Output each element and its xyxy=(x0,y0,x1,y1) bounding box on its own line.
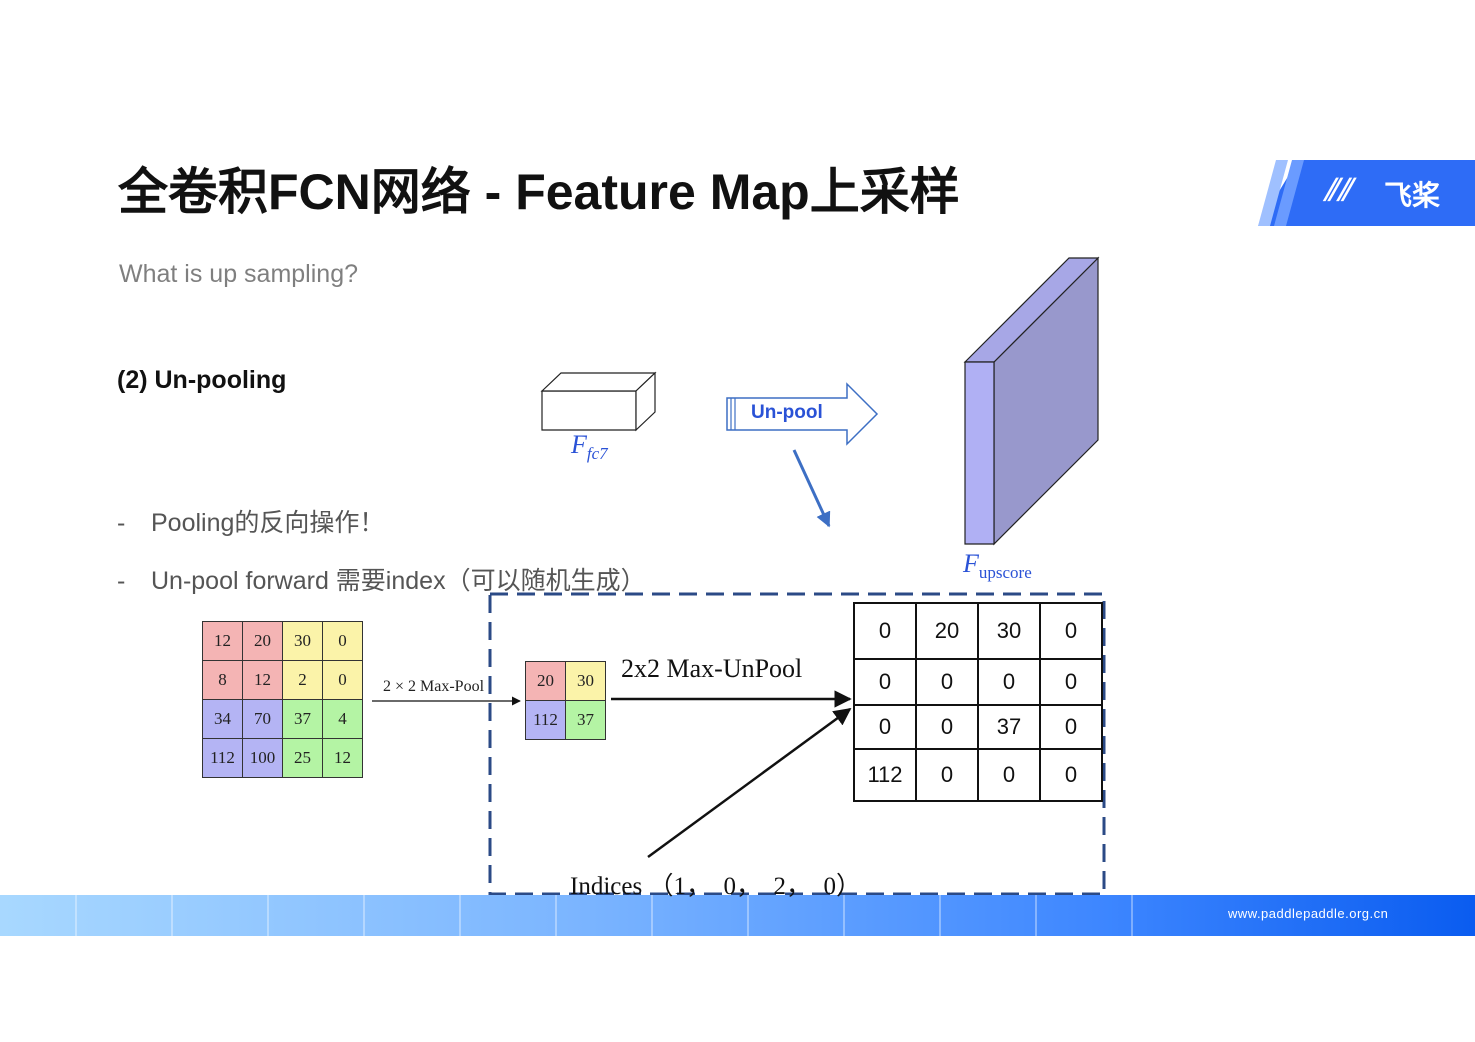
upscore-symbol: F xyxy=(963,549,979,578)
grid-cell: 4 xyxy=(322,699,363,739)
maxpool-label: 2 × 2 Max-Pool xyxy=(383,678,485,695)
footer-url[interactable]: www.paddlepaddle.org.cn xyxy=(1228,906,1389,921)
grid-cell: 0 xyxy=(977,748,1041,802)
grid-cell: 20 xyxy=(915,602,979,660)
grid-cell: 12 xyxy=(242,660,283,700)
output-grid: 0 20 30 0 0 0 0 0 0 0 37 0 112 0 0 0 xyxy=(853,602,1103,802)
grid-cell: 0 xyxy=(853,658,917,706)
grid-cell: 30 xyxy=(977,602,1041,660)
paddle-logo-background xyxy=(1258,160,1475,226)
upscore-subscript: upscore xyxy=(978,563,1032,583)
grid-cell: 2 xyxy=(282,660,323,700)
table-row: 112 100 25 12 xyxy=(202,738,363,778)
fc7-subscript: fc7 xyxy=(586,444,608,464)
pointer-arrow xyxy=(792,449,831,528)
table-row: 0 0 0 0 xyxy=(853,658,1103,706)
paddle-logo: ⫽⫽ 飞桨 xyxy=(1258,160,1475,226)
grid-cell: 12 xyxy=(322,738,363,778)
subtitle: What is up sampling? xyxy=(119,260,359,288)
table-row: 12 20 30 0 xyxy=(202,621,363,661)
grid-cell: 0 xyxy=(1039,658,1103,706)
table-row: 112 37 xyxy=(525,700,606,740)
table-row: 0 20 30 0 xyxy=(853,602,1103,660)
grid-cell: 0 xyxy=(915,704,979,750)
table-row: 112 0 0 0 xyxy=(853,748,1103,802)
grid-cell: 0 xyxy=(853,602,917,660)
fc7-symbol: F xyxy=(571,430,587,459)
indices-label: Indices （1， 0， 2， 0） xyxy=(570,873,861,900)
grid-cell: 112 xyxy=(202,738,243,778)
fc7-box xyxy=(540,371,657,432)
input-grid: 12 20 30 0 8 12 2 0 34 70 37 4 112 100 2… xyxy=(202,621,363,778)
maxunpool-label: 2x2 Max-UnPool xyxy=(621,654,803,683)
grid-cell: 0 xyxy=(322,621,363,661)
unpool-arrow xyxy=(726,382,879,446)
grid-cell: 0 xyxy=(915,658,979,706)
table-row: 34 70 37 4 xyxy=(202,699,363,739)
grid-cell: 20 xyxy=(525,661,566,701)
page-title: 全卷积FCN网络 - Feature Map上采样 xyxy=(118,164,960,220)
grid-cell: 70 xyxy=(242,699,283,739)
indices-arrow xyxy=(647,707,852,859)
table-row: 0 0 37 0 xyxy=(853,704,1103,750)
unpool-region xyxy=(488,592,1106,896)
grid-cell: 0 xyxy=(977,658,1041,706)
footer-stripes xyxy=(75,895,1133,936)
grid-cell: 12 xyxy=(202,621,243,661)
grid-cell: 0 xyxy=(1039,602,1103,660)
footer-bar: www.paddlepaddle.org.cn xyxy=(0,895,1475,936)
paddle-logo-icon: ⫽⫽ xyxy=(1324,174,1351,207)
grid-cell: 0 xyxy=(1039,748,1103,802)
grid-cell: 20 xyxy=(242,621,283,661)
grid-cell: 30 xyxy=(282,621,323,661)
upscore-label: Fupscore xyxy=(963,549,1032,583)
bullet-text: Un-pool forward 需要index（可以随机生成） xyxy=(151,567,646,595)
grid-cell: 0 xyxy=(1039,704,1103,750)
grid-cell: 30 xyxy=(565,661,606,701)
unpool-arrow-label: Un-pool xyxy=(751,402,823,423)
grid-cell: 37 xyxy=(565,700,606,740)
table-row: 20 30 xyxy=(525,661,606,701)
grid-cell: 112 xyxy=(525,700,566,740)
table-row: 8 12 2 0 xyxy=(202,660,363,700)
bullet-text: Pooling的反向操作！ xyxy=(151,509,385,537)
grid-cell: 8 xyxy=(202,660,243,700)
upscore-slab xyxy=(963,256,1100,546)
pooled-grid: 20 30 112 37 xyxy=(525,661,606,740)
fc7-label: Ffc7 xyxy=(571,430,608,464)
grid-cell: 112 xyxy=(853,748,917,802)
grid-cell: 100 xyxy=(242,738,283,778)
grid-cell: 25 xyxy=(282,738,323,778)
bullet-dash: - xyxy=(117,567,126,595)
grid-cell: 0 xyxy=(915,748,979,802)
bullet-item: -Un-pool forward 需要index（可以随机生成） xyxy=(117,561,646,597)
bullet-item: -Pooling的反向操作！ xyxy=(117,503,384,539)
section-heading: (2) Un-pooling xyxy=(117,366,287,394)
bullet-dash: - xyxy=(117,509,126,537)
grid-cell: 0 xyxy=(853,704,917,750)
grid-cell: 37 xyxy=(977,704,1041,750)
grid-cell: 34 xyxy=(202,699,243,739)
paddle-logo-text: 飞桨 xyxy=(1384,180,1441,211)
grid-cell: 37 xyxy=(282,699,323,739)
grid-cell: 0 xyxy=(322,660,363,700)
